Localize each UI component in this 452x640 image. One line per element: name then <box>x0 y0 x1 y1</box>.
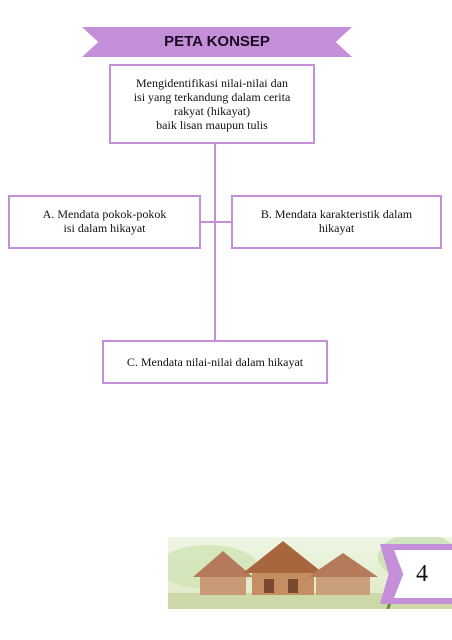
main-concept-text: Mengidentifikasi nilai-nilai dan isi yan… <box>133 76 291 132</box>
connector-vertical <box>214 144 216 340</box>
connector-horizontal <box>201 221 231 223</box>
title-ribbon <box>82 27 352 57</box>
concept-node-c-text: C. Mendata nilai-nilai dalam hikayat <box>126 355 304 369</box>
concept-node-a-text: A. Mendata pokok-pokok isi dalam hikayat <box>42 207 167 235</box>
page-number: 4 <box>416 561 428 587</box>
page-title: PETA KONSEP <box>164 33 270 50</box>
main-concept-node: Mengidentifikasi nilai-nilai dan isi yan… <box>109 64 315 144</box>
concept-node-a: A. Mendata pokok-pokok isi dalam hikayat <box>8 195 201 249</box>
concept-node-c: C. Mendata nilai-nilai dalam hikayat <box>102 340 328 384</box>
page-number-tab-inner <box>394 550 452 598</box>
concept-node-b: B. Mendata karakteristik dalam hikayat <box>231 195 442 249</box>
concept-node-b-text: B. Mendata karakteristik dalam hikayat <box>260 207 413 235</box>
